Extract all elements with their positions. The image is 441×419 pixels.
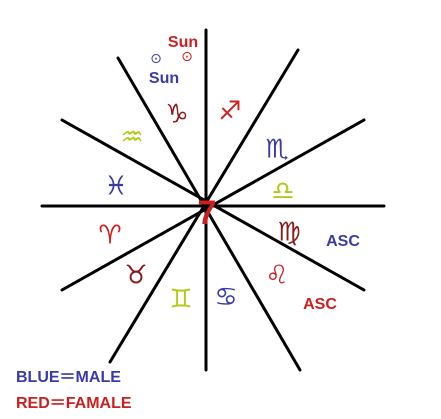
center-number: 7 (198, 194, 217, 232)
asc-label-female: ASC (303, 296, 337, 313)
taurus-icon: ♉ (124, 261, 147, 291)
legend-male: BLUE＝MALE (16, 369, 121, 386)
wheel-spoke (116, 56, 302, 372)
wheel-spoke (108, 48, 300, 364)
virgo-icon: ♍ (277, 218, 300, 248)
wheel-spoke (60, 118, 366, 292)
aquarius-icon: ♒ (120, 123, 143, 153)
asc-label-male: ASC (326, 233, 360, 250)
wheel-spokes (40, 28, 386, 372)
sun-female-icon: ⊙ (181, 49, 193, 65)
sagittarius-icon: ♐ (218, 97, 241, 127)
zodiac-signs: ♑ ♐ ♏ ♎ ♍ ♌ ♋ ♊ ♉♈ ♓ ♒ (98, 97, 300, 315)
libra-icon: ♎ (271, 177, 294, 207)
leo-icon: ♌ (265, 261, 288, 291)
scorpio-icon: ♏ (265, 135, 288, 165)
sun-label-male: Sun (149, 70, 179, 87)
aries-icon: ♈ (98, 221, 121, 251)
sun-label-female: Sun (168, 34, 198, 51)
sun-male-icon: ⊙ (150, 51, 162, 67)
gemini-icon: ♊ (169, 285, 192, 315)
cancer-icon: ♋ (214, 283, 237, 313)
pisces-icon: ♓ (104, 172, 127, 202)
capricorn-icon: ♑ (165, 100, 188, 130)
legend-female: RED＝FAMALE (16, 395, 132, 412)
